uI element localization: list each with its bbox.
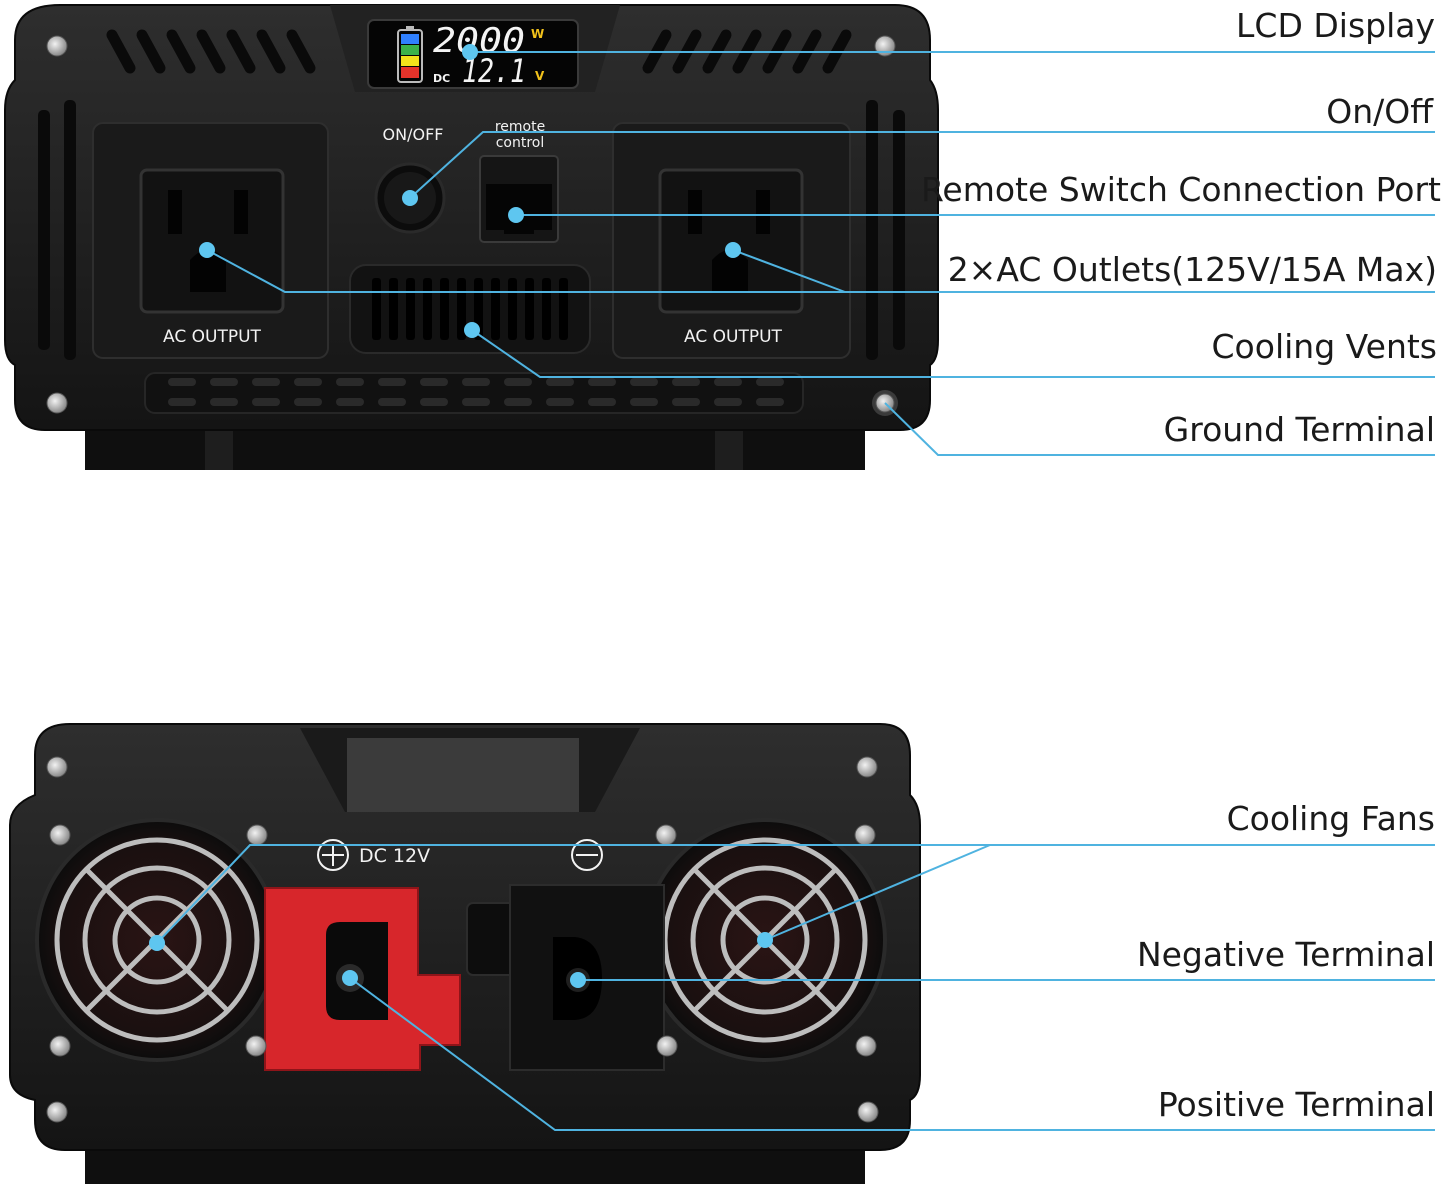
left-outlet-label: AC OUTPUT [163,327,262,347]
ac-outlet-right [658,168,804,314]
negative-symbol-icon [571,839,603,871]
leader-line-on-off [409,131,1435,199]
screw [655,824,677,846]
screw [49,1035,71,1057]
screw [856,756,878,778]
callout-lcd-display: LCD Display [1236,6,1435,45]
right-outlet-label: AC OUTPUT [684,327,783,347]
remote-label-line2: control [496,135,545,151]
callout-ac-outlets: 2×AC Outlets(125V/15A Max) [947,250,1437,289]
lcd-dc-label: DC [433,72,450,85]
callout-cooling-fans: Cooling Fans [1226,799,1435,838]
callout-cooling-vents: Cooling Vents [1211,327,1437,366]
back-panel: DC 12V [9,723,921,1184]
screw [656,1035,678,1057]
on-off-label: ON/OFF [383,125,444,144]
lcd-display: 2000 W DC 12.1 V [367,19,579,90]
dot-positive [342,970,358,986]
leader-line-vents [471,329,1435,378]
dot-remote [508,207,524,223]
positive-symbol-icon [317,839,349,871]
screw [46,392,68,414]
callout-ground-terminal: Ground Terminal [1163,410,1435,449]
side-vents-left [38,100,76,360]
leader-line-ground [884,402,1435,456]
leader-lines [156,51,1435,1131]
screw [46,756,68,778]
lcd-watts-unit: W [531,27,544,41]
screw [46,35,68,57]
leader-line-positive [349,977,1435,1131]
lcd-volts-unit: V [535,69,545,83]
top-vents-left [106,29,316,74]
leader-line-outlet-right [732,249,846,293]
screw [46,1101,68,1123]
screw [854,824,876,846]
callout-remote-port: Remote Switch Connection Port [920,170,1441,209]
leader-line-fan-left [156,844,1435,944]
dot-outlet-left [199,242,215,258]
back-body [9,723,921,1151]
front-foot-right [715,426,743,470]
back-top-glass [347,738,579,812]
dot-fan-left [149,935,165,951]
screw [246,824,268,846]
callout-on-off: On/Off [1326,92,1433,131]
front-foot-left [205,426,233,470]
callout-negative-terminal: Negative Terminal [1136,935,1435,974]
dot-vents [464,322,480,338]
dot-negative [570,972,586,988]
dc-voltage-label: DC 12V [359,845,430,867]
dot-outlet-right [725,242,741,258]
ac-outlet-left [139,168,285,314]
center-vent-grille [349,264,591,354]
dot-fan-right [757,932,773,948]
screw [245,1035,267,1057]
screw [857,1101,879,1123]
dot-lcd [462,44,478,60]
bottom-vent-strip [144,372,804,414]
side-vents-right [866,100,905,360]
remote-port[interactable] [479,155,559,243]
leader-line-fan-right [764,844,991,941]
front-panel: 2000 W DC 12.1 V AC OUTPUT AC OUTPUT ON/… [4,4,939,470]
leader-line-outlet-left [206,249,1435,293]
lcd-watts: 2000 [433,21,525,61]
callout-positive-terminal: Positive Terminal [1157,1085,1435,1124]
callout-dots [149,44,773,988]
dot-on-off [402,190,418,206]
screw [49,824,71,846]
screw [855,1035,877,1057]
